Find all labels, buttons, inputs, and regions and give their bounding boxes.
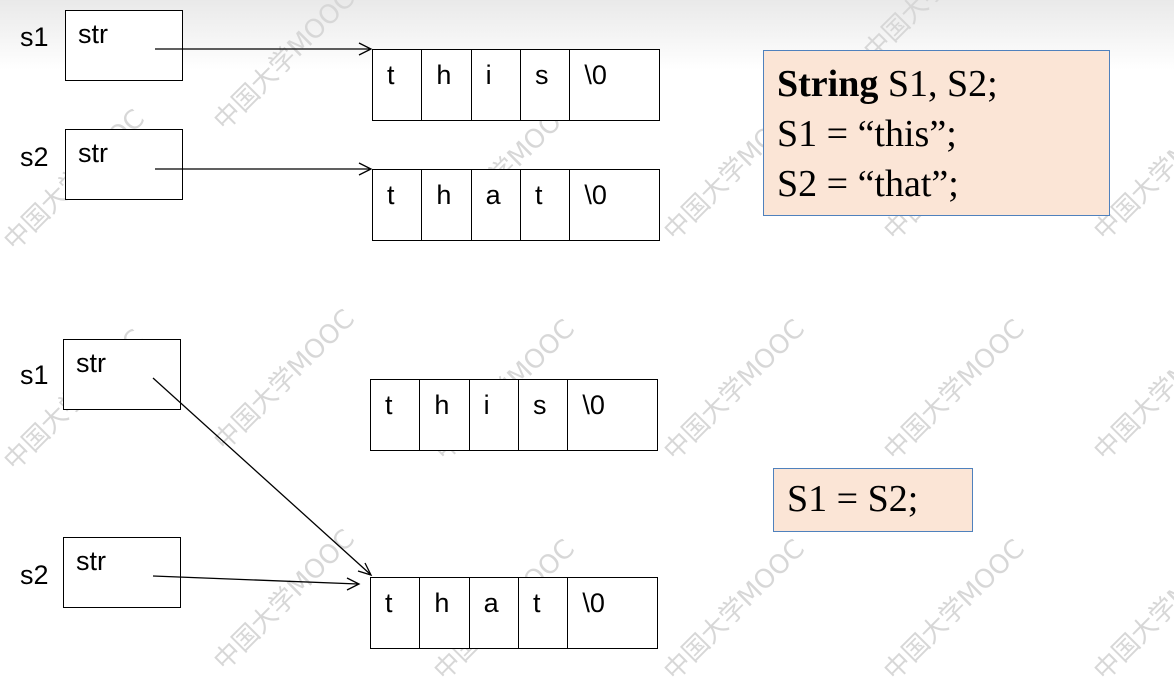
- code-keyword: String: [777, 63, 879, 105]
- code-line-assign-s1: S1 = “this”;: [777, 113, 957, 155]
- top-s2-arrowhead: [358, 162, 373, 176]
- top-array-this: t h i s \0: [372, 49, 660, 121]
- bottom-array-this: t h i s \0: [370, 379, 658, 451]
- bottom-s2-arrowhead: [346, 577, 361, 591]
- array-cell: \0: [584, 60, 607, 90]
- pointer-arrows: [152, 42, 373, 591]
- top-array-that: t h a t \0: [372, 169, 660, 241]
- bottom-s2-pointer-box: str: [63, 537, 181, 608]
- bottom-s1-arrowhead: [357, 562, 373, 577]
- bottom-s1-arrow: [152, 377, 371, 575]
- array-cell: i: [470, 380, 519, 450]
- array-cell: t: [521, 170, 571, 240]
- array-cell: i: [472, 50, 521, 120]
- top-s1-label: s1: [20, 22, 49, 52]
- bottom-s1-field-label: str: [76, 348, 106, 378]
- code-declaration-box: String S1, S2; S1 = “this”; S2 = “that”;: [763, 50, 1110, 216]
- array-cell: a: [472, 170, 521, 240]
- array-cell: t: [519, 578, 569, 648]
- code-line-s1-equals-s2: S1 = S2;: [787, 478, 919, 520]
- top-s2-label: s2: [20, 142, 49, 172]
- code-decl-rest: S1, S2;: [878, 63, 998, 105]
- array-cell: h: [420, 578, 470, 648]
- array-cell: h: [420, 380, 470, 450]
- array-cell: t: [371, 578, 421, 648]
- bottom-s2-label: s2: [20, 560, 49, 590]
- array-cell: \0: [584, 180, 607, 210]
- array-cell: a: [470, 578, 519, 648]
- top-s1-arrowhead: [358, 42, 373, 56]
- top-s2-field-label: str: [78, 138, 108, 168]
- array-cell: t: [373, 170, 423, 240]
- code-line-declaration: String S1, S2;: [777, 59, 1109, 109]
- top-s2-pointer-box: str: [65, 129, 183, 200]
- array-cell: t: [371, 380, 421, 450]
- bottom-s1-label: s1: [20, 360, 49, 390]
- array-cell: t: [373, 50, 423, 120]
- top-s1-field-label: str: [78, 19, 108, 49]
- array-cell: s: [519, 380, 569, 450]
- bottom-array-that: t h a t \0: [370, 577, 658, 649]
- array-cell: \0: [582, 588, 605, 618]
- bottom-s2-arrow: [152, 575, 359, 585]
- array-cell: s: [521, 50, 571, 120]
- code-assign-box: S1 = S2;: [773, 468, 973, 532]
- bottom-s1-pointer-box: str: [63, 339, 181, 410]
- array-cell: h: [422, 170, 472, 240]
- array-cell: h: [422, 50, 472, 120]
- code-line-assign-s2: S2 = “that”;: [777, 163, 959, 205]
- array-cell: \0: [582, 390, 605, 420]
- bottom-s2-field-label: str: [76, 546, 106, 576]
- top-s1-pointer-box: str: [65, 10, 183, 81]
